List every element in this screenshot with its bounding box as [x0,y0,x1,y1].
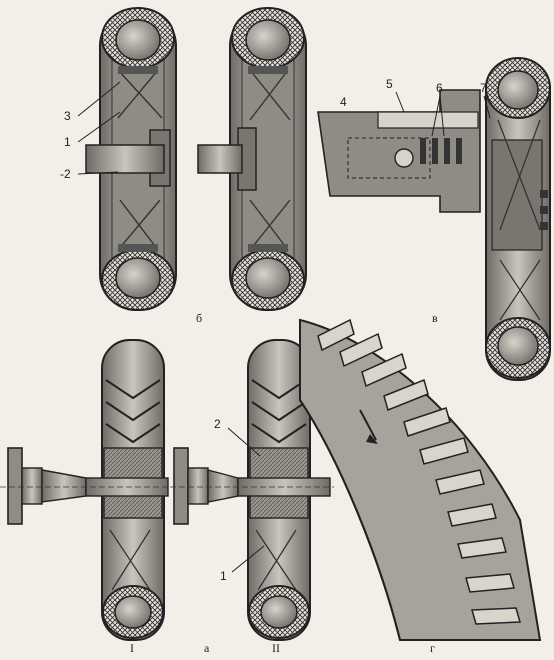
label-3: 3 [64,109,71,123]
wheel-II [170,339,334,641]
leader-lines [77,81,491,573]
wheel-b-right [197,7,307,311]
caption-g: г [430,641,435,655]
caption-I: I [130,641,134,655]
wheel-b-left [85,7,177,311]
label-2-lower: 2 [214,417,221,431]
tire-tread-g [299,318,542,641]
wheel-I [0,339,170,641]
label-1: 1 [64,135,71,149]
label-7: 7 [480,81,487,95]
caption-a: а [204,641,210,655]
label-2: -2 [60,167,71,181]
label-5: 5 [386,77,393,91]
label-4: 4 [340,95,347,109]
label-1-lower: 1 [220,569,227,583]
caption-v: в [432,311,438,325]
caption-b: б [196,311,202,325]
caption-II: II [272,641,280,655]
panel-v-assembly [317,57,551,381]
label-6: 6 [436,81,443,95]
